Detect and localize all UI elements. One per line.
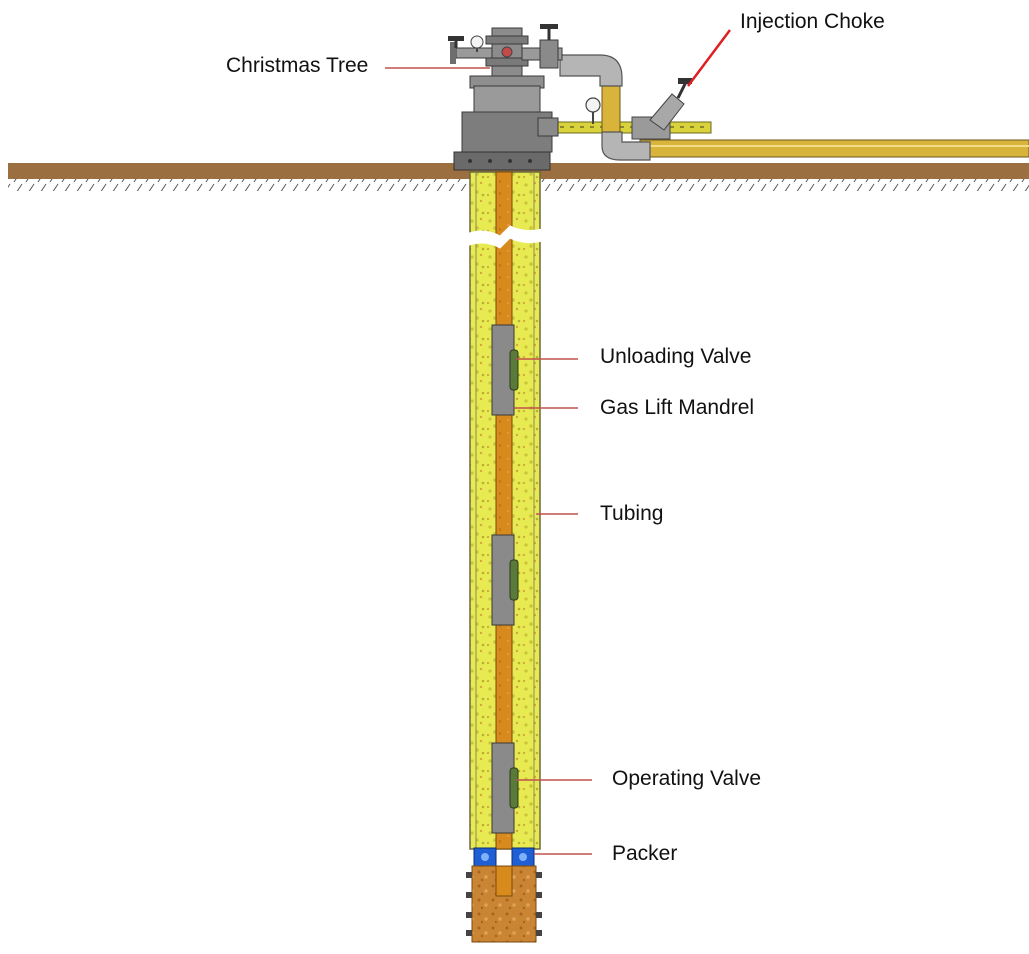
leader-lines (385, 29, 731, 855)
label-packer: Packer (612, 842, 678, 865)
label-injection-choke: Injection Choke (740, 10, 885, 33)
christmas-tree-assembly (448, 24, 563, 89)
break-mark (461, 225, 547, 249)
gauge-icon (585, 97, 601, 124)
label-gas-lift-mandrel: Gas Lift Mandrel (600, 396, 755, 419)
label-unloading-valve: Unloading Valve (600, 345, 752, 368)
mandrel-unloading-lower (491, 534, 519, 626)
reservoir-zone (466, 865, 542, 943)
packer (473, 847, 535, 867)
injection-choke-valve (631, 78, 692, 140)
mandrel-operating (491, 742, 519, 834)
mandrel-unloading-upper (491, 324, 519, 416)
label-christmas-tree: Christmas Tree (226, 54, 369, 77)
tree-outlet-piping (559, 54, 651, 161)
label-tubing: Tubing (600, 502, 664, 525)
leader-injection-choke (687, 29, 731, 87)
label-operating-valve: Operating Valve (612, 767, 762, 790)
wellhead (453, 85, 559, 171)
